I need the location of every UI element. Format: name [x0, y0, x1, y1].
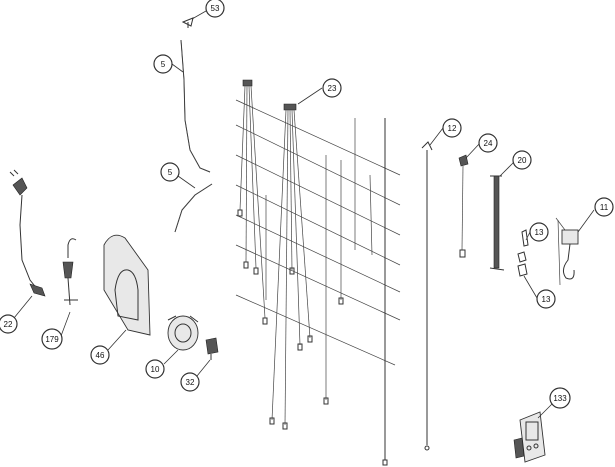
callout-11: 11 [594, 197, 614, 217]
part-133-control-panel [513, 411, 546, 463]
part-5-cable-upper [180, 39, 211, 173]
svg-text:5: 5 [168, 168, 173, 177]
part-20-ribbon-cable [489, 175, 505, 271]
svg-text:32: 32 [186, 378, 195, 387]
guide-lines [235, 99, 401, 366]
part-32-bracket [205, 337, 219, 360]
svg-text:12: 12 [448, 124, 457, 133]
svg-text:5: 5 [161, 60, 166, 69]
callout-46: 46 [90, 345, 110, 365]
callout-24: 24 [478, 133, 498, 153]
svg-text:46: 46 [96, 351, 105, 360]
svg-text:13: 13 [542, 295, 551, 304]
callout-32: 32 [180, 372, 200, 392]
callout-23: 23 [322, 78, 342, 98]
part-12-rod [421, 141, 433, 451]
callout-53: 53 [205, 0, 225, 18]
callout-5-lower: 5 [160, 162, 180, 182]
svg-text:20: 20 [518, 156, 527, 165]
part-46-panel [103, 234, 151, 336]
svg-text:23: 23 [328, 84, 337, 93]
callout-5-upper: 5 [153, 54, 173, 74]
svg-text:133: 133 [553, 394, 567, 403]
svg-text:11: 11 [600, 203, 609, 212]
part-179-spring-hook [62, 238, 78, 306]
part-23-wire-harness [237, 79, 388, 466]
callout-20: 20 [512, 150, 532, 170]
svg-text:10: 10 [151, 365, 160, 374]
part-53-clip [181, 17, 194, 28]
part-24-sensor-wire [458, 154, 469, 258]
part-22-power-cord [9, 169, 46, 297]
svg-text:179: 179 [45, 335, 59, 344]
part-10-motor [167, 315, 199, 351]
svg-text:13: 13 [535, 228, 544, 237]
part-11-thermostat [555, 217, 579, 286]
callout-133: 133 [549, 387, 571, 409]
callout-13-lower: 13 [536, 289, 556, 309]
svg-text:53: 53 [211, 4, 220, 13]
callout-179: 179 [41, 328, 63, 350]
callout-22: 22 [0, 314, 18, 334]
svg-text:24: 24 [484, 139, 493, 148]
part-13-connectors [517, 229, 529, 277]
callout-12: 12 [442, 118, 462, 138]
svg-text:22: 22 [4, 320, 13, 329]
callout-10: 10 [145, 359, 165, 379]
part-5-cable-lower [174, 183, 213, 233]
callout-13-upper: 13 [529, 222, 549, 242]
